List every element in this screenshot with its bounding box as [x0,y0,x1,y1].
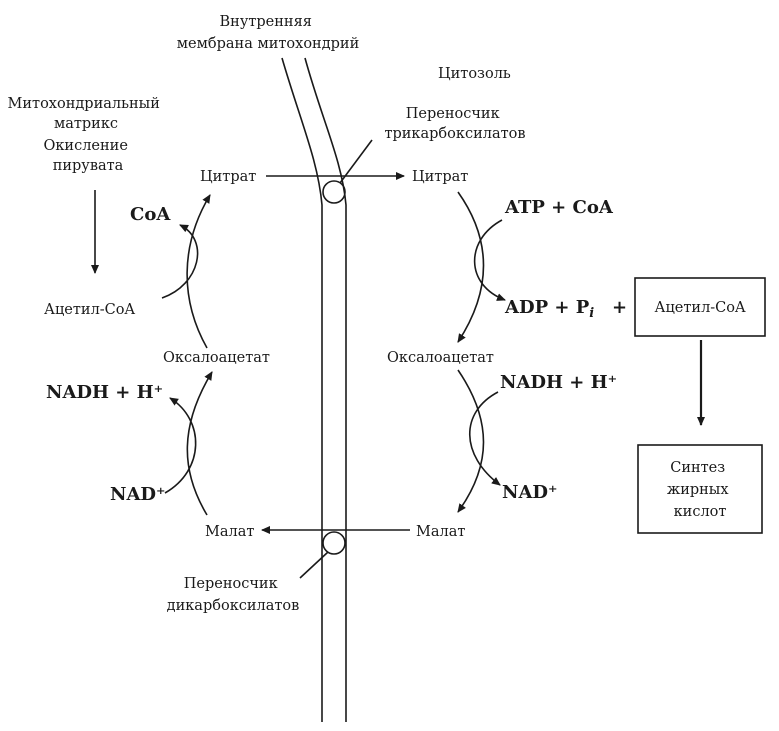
cytosol-oxaloacetate-to-malate-curve [457,369,485,513]
malate-matrix-label: Малат [205,524,254,540]
pyruvate-oxidation-label: Окисление пирувата [43,138,132,174]
atp-coa-label: ATP + CoA [504,197,614,218]
citrate-cytosol-label: Цитрат [412,169,468,185]
matrix-malate-to-oxaloacetate-curve [186,371,213,516]
adp-pi-subscript: i [589,306,594,321]
coa-matrix-label: CoA [130,204,171,225]
tricarboxylate-carrier-circle [322,180,346,204]
matrix-acetylcoa-coa-curve [161,224,199,299]
citrate-matrix-label: Цитрат [200,169,256,185]
nad-matrix-label: NAD⁺ [110,484,166,505]
dicarboxylate-carrier-circle [322,531,346,555]
nadh-matrix-label: NADH + H⁺ [46,382,163,403]
acetylcoa-cytosol-label: Ацетил-CoA [655,300,747,316]
matrix-label: Митохондриальный матрикс [8,96,165,132]
acetylcoa-matrix-label: Ацетил-CoA [44,302,136,318]
cytosol-nadh-to-nad-curve [468,391,501,486]
cytosol-atp-to-adp-curve [473,219,506,301]
inner-membrane [281,57,347,722]
nad-cytosol-label: NAD⁺ [502,482,558,503]
cytosol-label: Цитозоль [438,66,511,82]
fatty-acid-synthesis-box [637,444,763,534]
matrix-nad-to-nadh-curve [164,397,197,494]
oxaloacetate-matrix-label: Оксалоацетат [163,350,270,366]
dicarboxylate-carrier-pointer [299,551,329,579]
tricarboxylate-carrier-label: Переносчик трикарбоксилатов [384,106,525,142]
oxaloacetate-cytosol-label: Оксалоацетат [387,350,494,366]
adp-plus-label: + [612,297,627,318]
membrane-label: Внутренняя мембрана митохондрий [177,14,360,52]
adp-pi-label: ADP + Pi [504,297,594,321]
cytosol-citrate-to-oxaloacetate-curve [457,191,485,343]
matrix-oxaloacetate-to-citrate-curve [186,194,211,349]
nadh-cytosol-label: NADH + H⁺ [500,372,617,393]
fatty-acid-synthesis-label: Синтез жирных кислот [667,460,733,520]
acetylcoa-cytosol-box [634,277,766,337]
dicarboxylate-carrier-label: Переносчик дикарбоксилатов [167,576,300,614]
adp-pi-main: ADP + P [504,297,590,318]
malate-cytosol-label: Малат [416,524,465,540]
